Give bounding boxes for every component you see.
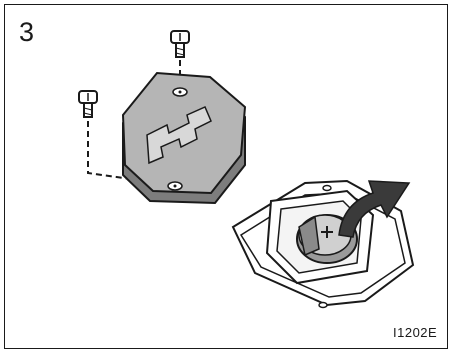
step-number: 3 <box>19 17 35 47</box>
figure-code: I1202E <box>393 325 438 340</box>
battery-cover-icon <box>121 71 247 205</box>
battery-icon <box>296 214 358 264</box>
removal-arrow-icon <box>338 180 411 238</box>
screw-guide-line <box>87 121 174 186</box>
illustration <box>78 30 415 309</box>
screw-icon <box>78 90 98 118</box>
screw-icon <box>170 30 190 58</box>
figure-frame: 3 <box>4 4 448 349</box>
